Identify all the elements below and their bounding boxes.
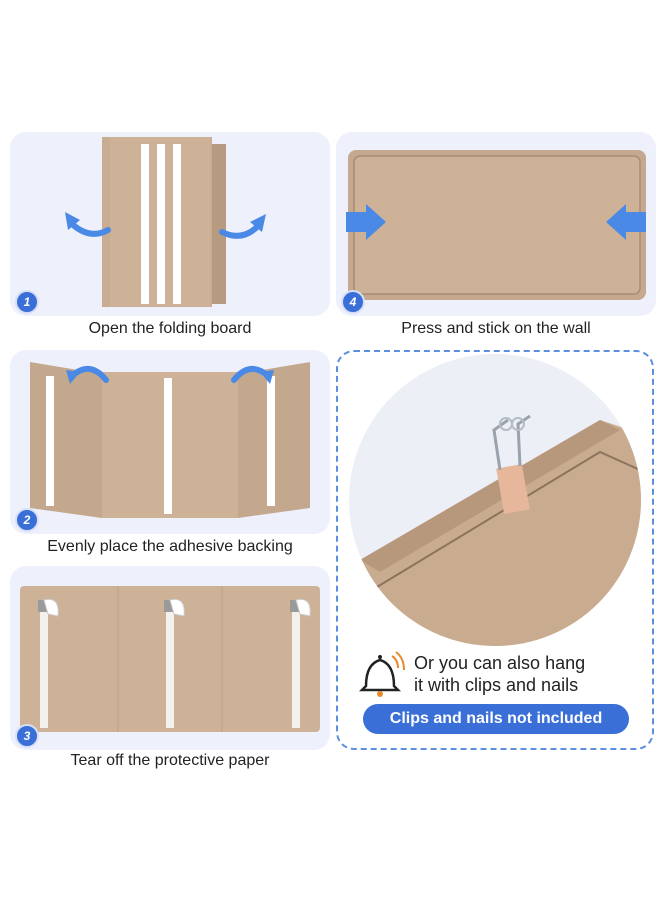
step-number-badge: 2 <box>15 508 39 532</box>
step-caption: Open the folding board <box>88 320 252 337</box>
step-number-badge: 3 <box>15 724 39 748</box>
unfolded-board-illustration <box>30 362 310 518</box>
step-caption: Tear off the protective paper <box>70 752 270 769</box>
folded-board-illustration <box>65 137 266 307</box>
press-arrow-icon <box>346 204 646 240</box>
step-3-panel: 3 <box>10 566 330 750</box>
step-number-badge: 4 <box>341 290 365 314</box>
not-included-badge: Clips and nails not included <box>363 704 629 734</box>
step-1-panel: 1 <box>10 132 330 316</box>
hang-note-line-2: it with clips and nails <box>414 675 579 695</box>
peeling-board-illustration <box>20 586 320 732</box>
step-4-panel: 4 <box>336 132 656 316</box>
hang-note-line-1: Or you can also hang <box>414 653 586 673</box>
step-caption: Press and stick on the wall <box>401 320 591 337</box>
step-2-panel: 2 <box>10 350 330 534</box>
step-caption: Evenly place the adhesive backing <box>47 538 293 555</box>
wall-board-illustration <box>346 150 646 300</box>
curved-arrow-icon <box>69 221 261 239</box>
hang-note-text: Or you can also hang it with clips and n… <box>414 652 585 696</box>
step-number-badge: 1 <box>15 290 39 314</box>
hang-option-box <box>336 350 654 750</box>
